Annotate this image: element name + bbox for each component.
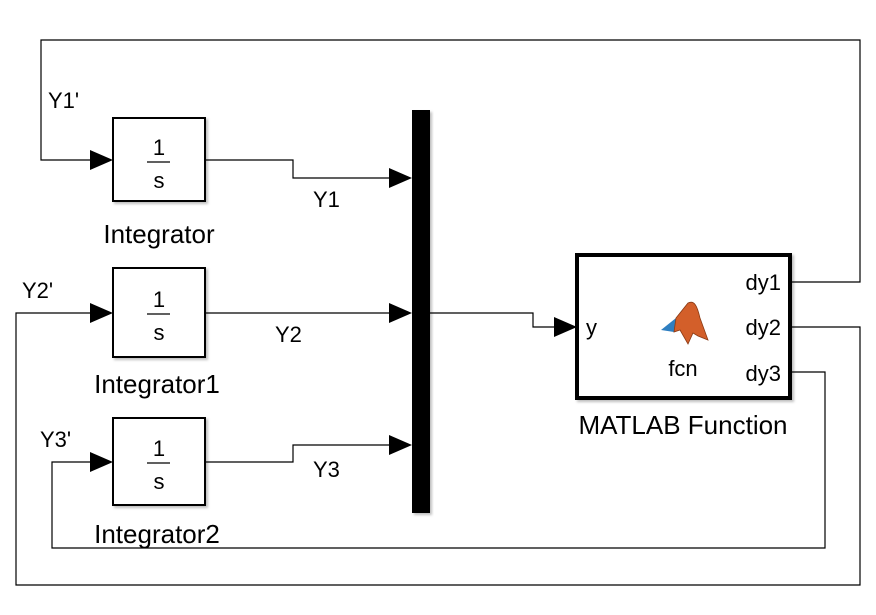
function-name: fcn [668, 356, 697, 381]
integrator-body[interactable] [112, 117, 206, 202]
arrow-icon [389, 435, 412, 455]
block-name: Integrator2 [94, 519, 220, 549]
integrator2-block[interactable]: 1 s Integrator2 [94, 417, 220, 549]
signal-label-y2: Y2 [275, 322, 302, 347]
integrator1-block[interactable]: 1 s Integrator1 [94, 267, 220, 399]
arrow-icon [90, 150, 113, 170]
signal-label-y2-prime: Y2' [22, 278, 53, 303]
denominator: s [154, 168, 165, 193]
denominator: s [154, 320, 165, 345]
output-port-dy3: dy3 [746, 361, 781, 386]
matlab-function-block[interactable]: y dy1 dy2 dy3 fcn MATLAB Function [575, 253, 792, 440]
numerator: 1 [153, 436, 165, 461]
block-name: MATLAB Function [578, 410, 787, 440]
arrow-icon [389, 168, 412, 188]
wire-dy3-to-integrator2[interactable] [51, 371, 826, 549]
mux-block[interactable] [412, 110, 430, 513]
matlab-logo-icon [661, 301, 709, 345]
input-port-y: y [586, 315, 597, 340]
arrow-icon [90, 452, 113, 472]
wire-y3[interactable] [205, 444, 392, 463]
block-name: Integrator1 [94, 369, 220, 399]
signal-label-y1: Y1 [313, 187, 340, 212]
arrow-icon [554, 317, 577, 337]
signal-label-y3: Y3 [313, 457, 340, 482]
output-port-dy1: dy1 [746, 270, 781, 295]
signal-label-y3-prime: Y3' [40, 427, 71, 452]
integrator-body[interactable] [112, 267, 206, 358]
wire-y1[interactable] [205, 159, 392, 179]
output-port-dy2: dy2 [746, 315, 781, 340]
integrator-block[interactable]: 1 s Integrator [103, 117, 215, 249]
numerator: 1 [153, 287, 165, 312]
wire-dy2-to-integrator1[interactable] [15, 312, 861, 586]
arrow-icon [389, 303, 412, 323]
signal-label-y1-prime: Y1' [48, 88, 79, 113]
arrow-icon [90, 303, 113, 323]
denominator: s [154, 469, 165, 494]
block-name: Integrator [103, 219, 215, 249]
wire-dy1-to-integrator[interactable] [40, 39, 861, 283]
integrator-body[interactable] [112, 417, 206, 506]
numerator: 1 [153, 135, 165, 160]
wire-mux-to-function[interactable] [430, 312, 560, 328]
